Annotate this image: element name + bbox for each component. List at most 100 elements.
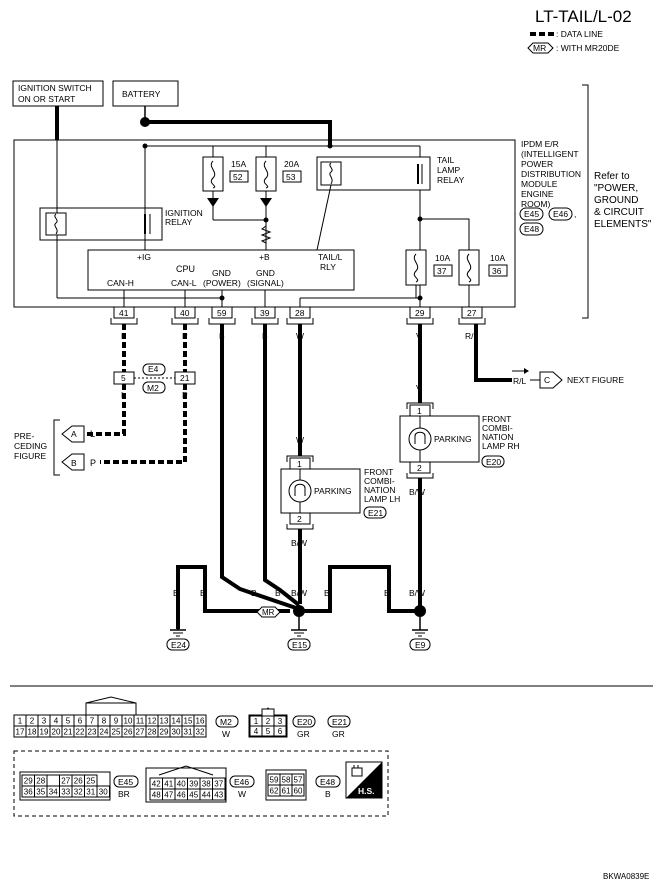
ignition-relay [39,207,163,241]
connector-e4-label: E4 [148,364,159,374]
connector-badge-m2 [142,381,166,394]
pin-box [174,306,196,319]
hs-fill [346,762,382,798]
connector-badge-e45 [519,207,544,221]
lamp-lh-pin-1: 1 [297,459,302,469]
connector-pin-number: 57 [294,776,303,785]
wire-color-b: B [324,588,330,598]
fuse-15a-amp: 15A [231,159,246,169]
cpu-label: CPU [176,264,195,274]
connector-pin-number: 43 [214,791,223,800]
connector-pin-cell [193,725,207,738]
connector-pin-number: 3 [278,717,283,726]
preceding-bracket [53,419,60,476]
connector-pin-number: 29 [160,728,169,737]
ground-e9-label: E9 [415,640,426,650]
connector-pin-number: 12 [148,717,157,726]
connector-pin-cell [273,725,287,737]
connector-pin-number: 18 [28,728,37,737]
connector-e46-label: E46 [553,209,568,219]
connector-pin-number: 31 [184,728,193,737]
connector-pin-number: 14 [172,717,181,726]
joint-pin-21-label: 21 [180,373,190,383]
connector-e21-label: E21 [368,508,383,518]
connector-badge-e20 [481,455,505,468]
preceding-b-arrow[interactable] [61,453,85,471]
e24-ground-wire [176,565,290,629]
tail-relay-coil-out [316,184,332,251]
connector-pin-number: 16 [196,717,205,726]
ground-e15-label: E15 [292,640,307,650]
ipdm-title-line: ROOM) [521,199,550,209]
tail-relay-branch [420,218,470,250]
fuse-10a-36-num-box [488,264,508,277]
ground-junction [414,605,426,617]
fuse-15a-num-box [229,170,249,183]
connector-pin-number: 21 [64,728,73,737]
relay-coil-icon [329,162,333,185]
next-figure-arrow[interactable] [539,371,563,389]
connector-m2-id: M2 [220,717,232,727]
preceding-a-arrow[interactable] [61,425,85,443]
connector-badge-e45 [113,775,139,788]
connector-pin-number: 27 [136,728,145,737]
fuse-icon [210,160,216,189]
refer-line: GROUND [594,195,638,206]
lamp-lh-label: PARKING [314,486,352,496]
connector-pin-number: 10 [124,717,133,726]
wire-color-l: L [121,331,126,341]
pin-tab [406,318,434,325]
wire-color-l: L [121,390,126,400]
connector-badge-e20 [292,715,316,728]
connector-pin-number: 25 [86,777,95,786]
connector-badge-e48 [315,775,341,788]
ignition-relay-label-1: IGNITION [165,208,203,218]
connector-pin-number: 17 [16,728,25,737]
mr-badge [256,606,281,618]
wire-color-w: W [296,435,304,445]
bus-junction [263,217,269,223]
ipdm-title-line: ENGINE [521,189,554,199]
connector-badge-e46 [229,775,255,788]
wire-color-bw: B/W [409,588,425,598]
pin-label: 39 [260,308,270,318]
relay-coil-icon [54,213,58,235]
wire-color-rl: R/L [513,376,527,386]
connector-pin-number: 44 [202,791,211,800]
connector-e45-color: BR [118,789,130,799]
connector-pin-number: 58 [282,776,291,785]
refer-line: ELEMENTS" [594,219,652,230]
legend-mr-badge [527,42,554,54]
connector-pin-number: 26 [124,728,133,737]
lamp-rh-title-line: NATION [482,432,513,442]
battery-box [112,80,179,107]
connector-pin-number: 3 [42,717,47,726]
wire-color-p: P [90,458,96,468]
pin-tab [251,318,279,325]
ignition-switch-label-2: ON OR START [18,94,75,104]
connector-pin-number: 30 [99,788,108,797]
pin-row: 41 40 59 39 28 29 27 [110,306,486,325]
connector-pin-number: 46 [177,791,186,800]
connector-pin-number: 28 [148,728,157,737]
connector-pin-number: 15 [184,717,193,726]
fuse-icon [466,253,472,283]
resistor-icon [260,225,272,244]
pin-label: 41 [119,308,129,318]
lamp-rh-pin-2: 2 [417,463,422,473]
connector-pin-number: 45 [189,791,198,800]
lamp-lh-pin-2: 2 [297,514,302,524]
ipdm-title-line: DISTRIBUTION [521,169,581,179]
gnd-signal-wire [263,324,301,607]
e15-to-e9-ground-wire [303,565,418,613]
pin-label: 28 [295,308,305,318]
connector-pin-number: 25 [112,728,121,737]
bus-junction [327,143,333,149]
connector-e48-color: B [325,789,331,799]
cpu-b: +B [259,252,270,262]
tail-relay-label-3: RELAY [437,175,465,185]
